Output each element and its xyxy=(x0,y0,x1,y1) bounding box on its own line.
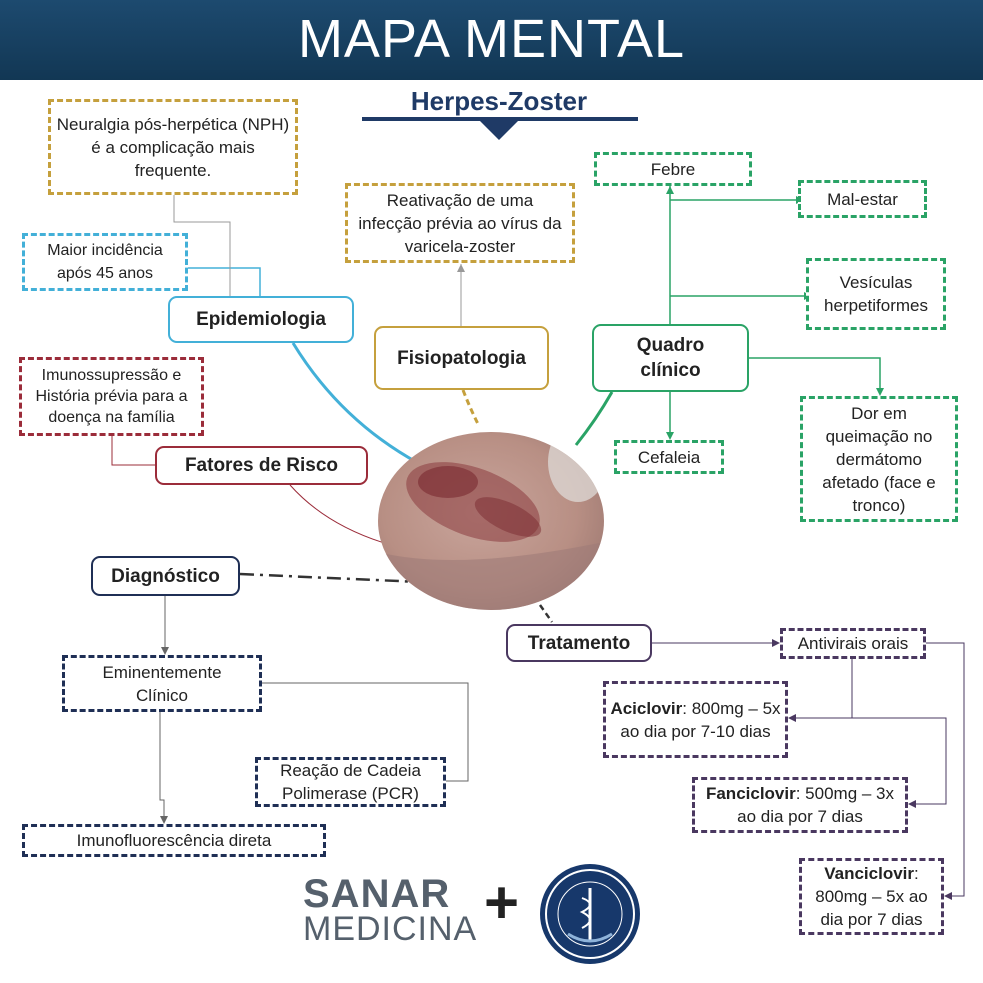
vanciclovir-name: Vanciclovir xyxy=(824,864,915,883)
vanciclovir-dose: : 800mg – 5x ao dia por 7 dias xyxy=(815,864,928,929)
mal-estar-text: Mal-estar xyxy=(827,189,898,209)
epidemiologia-node: Epidemiologia xyxy=(168,296,354,343)
quadro-clinico-label: Quadro clínico xyxy=(636,335,705,381)
sanar-logo-text: SANAR xyxy=(303,872,451,916)
fatores-risco-label: Fatores de Risco xyxy=(184,455,339,476)
cefaleia-text: Cefaleia xyxy=(637,447,701,467)
dor-text: Dor em queimação no dermátomo afetado (f… xyxy=(822,403,936,515)
imunofluorescencia-box: Imunofluorescência direta xyxy=(22,824,326,857)
line-epi-nph xyxy=(173,195,231,296)
aciclovir-box: Aciclovir: 800mg – 5x ao dia por 7-10 di… xyxy=(603,681,788,758)
header-bar: MAPA MENTAL xyxy=(0,0,983,80)
mal-estar-box: Mal-estar xyxy=(798,180,927,218)
line-fatores-imuno xyxy=(111,436,158,466)
vesiculas-text: Vesículas herpetiformes xyxy=(824,273,928,315)
cefaleia-box: Cefaleia xyxy=(614,440,724,474)
line-eminentemente-pcr xyxy=(262,682,469,782)
antivirais-box: Antivirais orais xyxy=(780,628,926,659)
aciclovir-text: Aciclovir: 800mg – 5x ao dia por 7-10 di… xyxy=(606,697,785,743)
fanciclovir-dose: : 500mg – 3x ao dia por 7 dias xyxy=(737,784,895,826)
vesiculas-box: Vesículas herpetiformes xyxy=(806,258,946,330)
reativacao-text: Reativação de uma infecção prévia ao vír… xyxy=(358,190,562,256)
vanciclovir-text: Vanciclovir: 800mg – 5x ao dia por 7 dia… xyxy=(808,862,935,931)
fisiopatologia-node: Fisiopatologia xyxy=(374,326,549,390)
imunossupressao-text: Imunossupressão e História prévia para a… xyxy=(35,367,188,426)
nph-box: Neuralgia pós-herpética (NPH) é a compli… xyxy=(48,99,298,195)
league-seal-logo xyxy=(540,864,640,964)
eminentemente-text: Eminentemente Clínico xyxy=(102,662,222,705)
antivirais-text: Antivirais orais xyxy=(797,634,909,653)
caduceus-icon xyxy=(545,869,635,959)
subtitle-arrow xyxy=(480,121,518,140)
line-fisio-photo xyxy=(461,389,480,425)
page-title: MAPA MENTAL xyxy=(297,9,686,69)
fisiopatologia-label: Fisiopatologia xyxy=(397,347,526,369)
line-quadro-photo xyxy=(574,391,614,446)
vanciclovir-box: Vanciclovir: 800mg – 5x ao dia por 7 dia… xyxy=(799,858,944,935)
pcr-text: Reação de Cadeia Polimerase (PCR) xyxy=(280,761,421,803)
line-antivirais-fanciclovir xyxy=(852,717,947,805)
pcr-box: Reação de Cadeia Polimerase (PCR) xyxy=(255,757,446,807)
line-antivirais-aciclovir xyxy=(790,659,853,719)
aciclovir-dose: : 800mg – 5x ao dia por 7-10 dias xyxy=(620,698,781,741)
fatores-risco-node: Fatores de Risco xyxy=(155,446,368,485)
imunossupressao-box: Imunossupressão e História prévia para a… xyxy=(19,357,204,436)
medicina-logo-text: MEDICINA xyxy=(303,910,478,948)
diagnostico-node: Diagnóstico xyxy=(91,556,240,596)
line-quadro-dor xyxy=(748,357,881,394)
line-trat-photo xyxy=(538,604,554,623)
maior-incidencia-text: Maior incidência após 45 anos xyxy=(47,242,163,282)
maior-incidencia-box: Maior incidência após 45 anos xyxy=(22,233,188,291)
tratamento-node: Tratamento xyxy=(506,624,652,662)
tratamento-label: Tratamento xyxy=(527,632,631,654)
quadro-clinico-node: Quadro clínico xyxy=(592,324,749,392)
fanciclovir-text: Fanciclovir: 500mg – 3x ao dia por 7 dia… xyxy=(695,782,905,828)
diagnostico-label: Diagnóstico xyxy=(111,565,220,587)
line-diag-photo xyxy=(239,572,421,584)
fanciclovir-name: Fanciclovir xyxy=(705,784,796,803)
line-epi-photo xyxy=(291,342,419,465)
line-eminentemente-imuno xyxy=(159,712,165,822)
epidemiologia-label: Epidemiologia xyxy=(196,309,326,330)
imunofluorescencia-text: Imunofluorescência direta xyxy=(76,831,272,850)
eminentemente-box: Eminentemente Clínico xyxy=(62,655,262,712)
line-epi-incidencia xyxy=(180,267,261,296)
rash-icon xyxy=(378,432,604,610)
plus-sign: + xyxy=(484,869,520,936)
febre-box: Febre xyxy=(594,152,752,186)
aciclovir-name: Aciclovir xyxy=(610,698,683,718)
skin-rash-photo xyxy=(378,432,604,610)
dor-box: Dor em queimação no dermátomo afetado (f… xyxy=(800,396,958,522)
topic-title: Herpes-Zoster xyxy=(410,86,588,116)
febre-text: Febre xyxy=(650,159,696,179)
line-antivirais-vanciclovir xyxy=(926,642,965,897)
fanciclovir-box: Fanciclovir: 500mg – 3x ao dia por 7 dia… xyxy=(692,777,908,833)
nph-text: Neuralgia pós-herpética (NPH) é a compli… xyxy=(56,114,290,180)
reativacao-box: Reativação de uma infecção prévia ao vír… xyxy=(345,183,575,263)
